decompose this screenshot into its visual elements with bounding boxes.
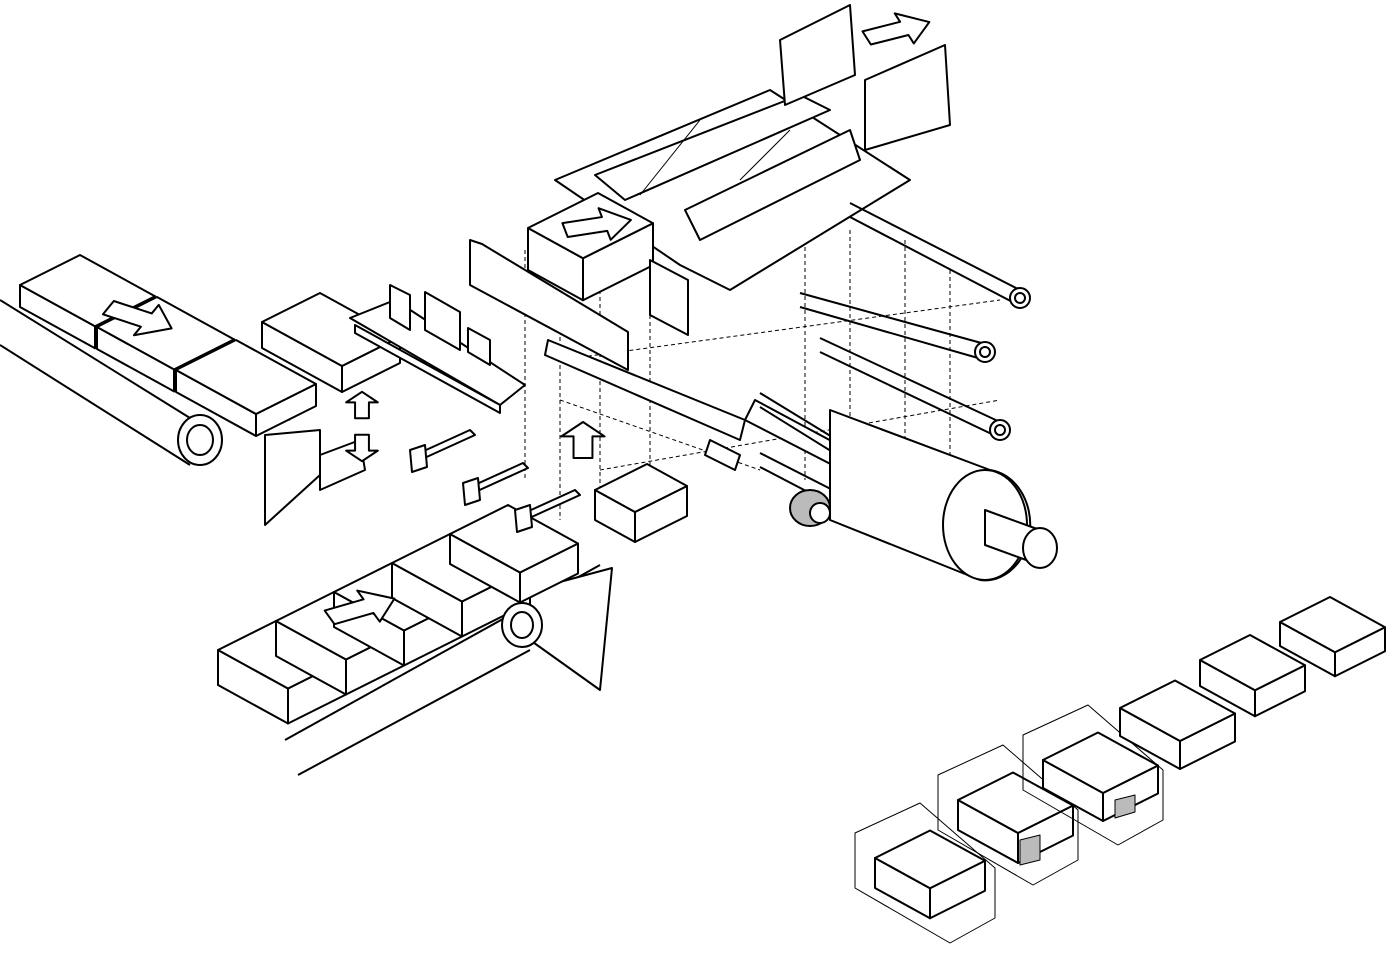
wrapped-box-stage-3-top [1042,731,1159,794]
roller-hub-icon [510,611,534,639]
roller-hub-icon [186,424,214,456]
transfer-plate [349,299,526,406]
guide-rod-hole-icon [979,346,991,358]
folding-fin [467,327,491,366]
guide-rod-edge [849,216,1021,307]
belt-upper-edge [0,299,191,419]
guide-rod-edge [819,337,1001,423]
product-box-top [175,339,317,415]
guide-rod-hole-icon [994,424,1006,436]
wrapping-sequence-boxes [854,596,1386,944]
pusher-head [514,504,533,533]
fold-line [639,119,701,196]
folding-fin [424,291,461,351]
lift-up-arrow [345,390,379,420]
long-guide-bar [544,339,746,441]
drive-gear-hub-icon [809,502,831,524]
folded-flap [1114,794,1136,819]
wrapping-film-outline [1022,704,1164,846]
guide-bar-end [704,439,741,471]
pusher-head [462,477,481,506]
folder-side-wall [649,259,689,336]
guide-plate [264,429,321,526]
transfer-plate-edge [354,324,501,414]
spindle-end-icon [1022,527,1058,569]
folding-guide-left [594,94,831,201]
guide-rod-edge [819,351,1001,439]
transfer-arrow [561,207,632,241]
fold-line [739,129,791,181]
pusher-head [409,444,428,473]
wrapping-film-outline [937,744,1079,886]
guide-rod-edge [849,202,1021,291]
wrapped-box-stage-6-top [1279,596,1386,654]
lift-down-arrow [345,433,379,463]
infeed-conveyor-left [0,254,401,526]
guide-rod-edge [799,292,986,345]
tall-pusher-plate [469,239,629,371]
folding-guide-right [684,129,861,241]
feed-direction-arrow [323,589,396,626]
pushed-box-top [594,463,688,513]
wrapped-box-stage-5-top [1199,634,1306,692]
folding-station-top [527,4,951,336]
push-up-arrow [560,421,606,460]
product-box-top [449,504,579,574]
folding-fin [389,284,411,331]
belt-lower-edge [297,649,531,776]
guide-rod-hole-icon [1014,292,1026,304]
transfer-plates-middle [349,239,746,471]
side-flap-panel [779,4,856,106]
wrapped-box-stage-4-top [1119,679,1236,742]
feed-direction-arrow [101,300,173,337]
wrapping-film-outline [854,802,996,944]
belt-lower-edge [0,344,191,466]
folded-flap [1019,834,1041,866]
infeed-conveyor-bottom [217,421,688,776]
end-flap-panel [864,44,951,151]
guide-rod-edge [799,306,986,361]
film-roll-assembly [744,202,1058,582]
wrapped-box-stage-1-top [874,829,986,890]
discharge-arrow [861,12,931,46]
